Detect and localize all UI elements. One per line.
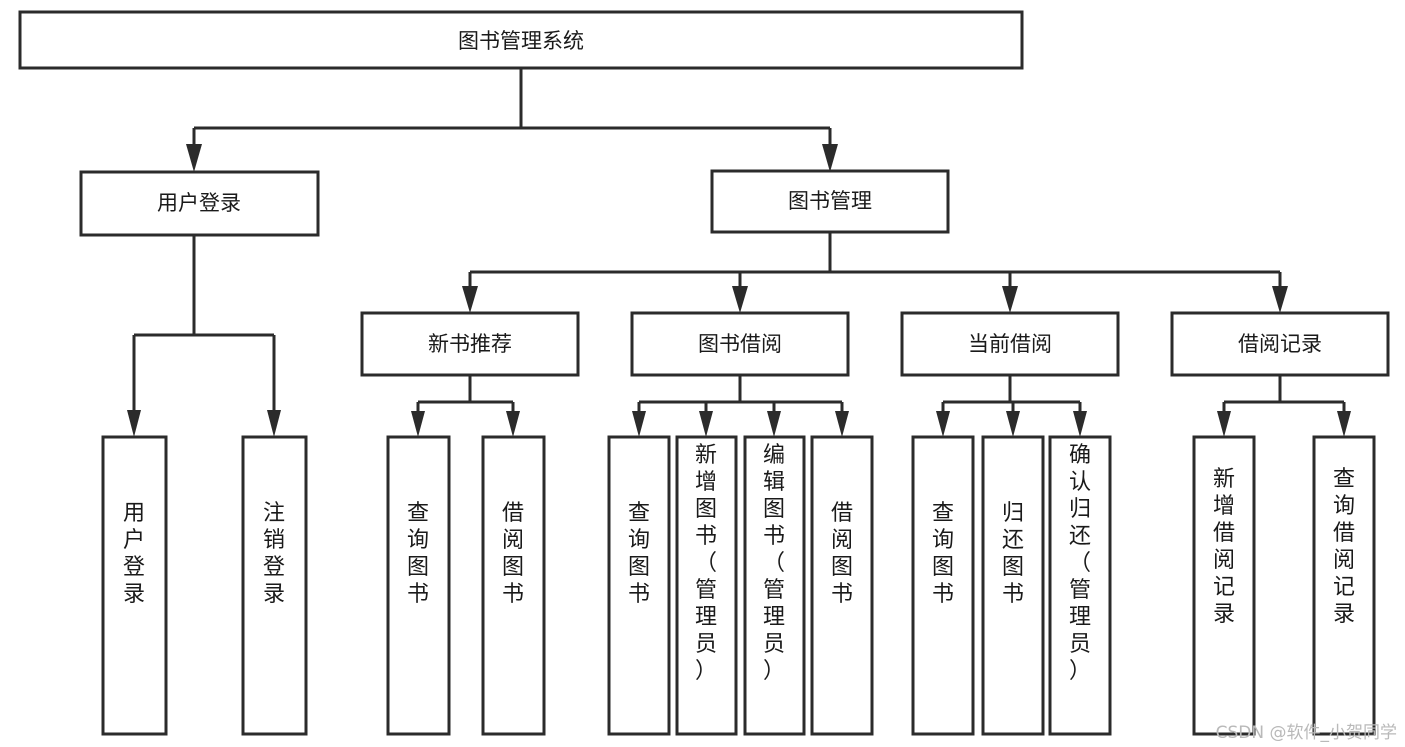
leaf-query-books-nb-label: 查询图书 bbox=[407, 501, 429, 607]
leaf-query-books-nb[interactable]: 查询图书 bbox=[386, 435, 451, 736]
leaf-return-books-label: 归还图书 bbox=[1002, 501, 1024, 607]
leaf-query-books-cu[interactable]: 查询图书 bbox=[911, 435, 975, 736]
arrowhead-re-leaf2 bbox=[1337, 411, 1351, 437]
node-book-management[interactable]: 图书管理 bbox=[710, 169, 950, 234]
leaf-user-login-label: 用户登录 bbox=[123, 501, 145, 607]
node-user-login-box[interactable] bbox=[79, 170, 320, 237]
edges-layer bbox=[127, 68, 1351, 437]
arrowhead-bo-leaf4 bbox=[835, 411, 849, 437]
arrowhead-cu-leaf1 bbox=[936, 411, 950, 437]
leaf-confirm-return-admin-label: 确认归还（管理员） bbox=[1069, 443, 1091, 684]
leaf-confirm-return-admin-box[interactable] bbox=[1048, 435, 1112, 736]
node-new-book-recommend-label: 新书推荐 bbox=[428, 332, 512, 356]
node-book-management-box[interactable] bbox=[710, 169, 950, 234]
arrowhead-new-books bbox=[462, 286, 478, 313]
node-new-book-recommend[interactable]: 新书推荐 bbox=[360, 311, 580, 377]
leaf-add-book-admin[interactable]: 新增图书（管理员） bbox=[675, 435, 738, 736]
leaf-logout[interactable]: 注销登录 bbox=[241, 435, 308, 736]
node-borrow-records[interactable]: 借阅记录 bbox=[1170, 311, 1390, 377]
arrowhead-re-leaf1 bbox=[1217, 411, 1231, 437]
arrowhead-user-login bbox=[186, 144, 202, 172]
leaf-add-book-admin-label: 新增图书（管理员） bbox=[695, 443, 717, 684]
node-book-borrow-box[interactable] bbox=[630, 311, 850, 377]
arrowhead-borrow bbox=[732, 286, 748, 313]
leaf-add-borrow-record[interactable]: 新增借阅记录 bbox=[1192, 435, 1256, 736]
leaf-query-books-bo-box[interactable] bbox=[607, 435, 671, 736]
arrowhead-current bbox=[1002, 286, 1018, 313]
arrowhead-bo-leaf3 bbox=[767, 411, 781, 437]
leaf-return-books[interactable]: 归还图书 bbox=[981, 435, 1045, 736]
arrowhead-nb-leaf1 bbox=[411, 411, 425, 437]
node-current-borrow-box[interactable] bbox=[900, 311, 1120, 377]
leaf-query-borrow-record[interactable]: 查询借阅记录 bbox=[1312, 435, 1376, 736]
node-borrow-records-label: 借阅记录 bbox=[1238, 332, 1322, 356]
arrowhead-cu-leaf3 bbox=[1073, 411, 1087, 437]
arrowhead-bo-leaf2 bbox=[699, 411, 713, 437]
leaf-borrow-books-nb[interactable]: 借阅图书 bbox=[481, 435, 546, 736]
node-current-borrow-label: 当前借阅 bbox=[968, 332, 1052, 356]
node-new-book-recommend-box[interactable] bbox=[360, 311, 580, 377]
node-root-label: 图书管理系统 bbox=[458, 29, 584, 53]
leaf-query-books-cu-box[interactable] bbox=[911, 435, 975, 736]
leaf-user-login[interactable]: 用户登录 bbox=[101, 435, 168, 736]
arrowhead-book-mgmt bbox=[822, 144, 838, 172]
leaf-logout-label: 注销登录 bbox=[263, 501, 285, 607]
arrowhead-records bbox=[1272, 286, 1288, 313]
leaf-logout-box[interactable] bbox=[241, 435, 308, 736]
arrowhead-bo-leaf1 bbox=[632, 411, 646, 437]
node-current-borrow[interactable]: 当前借阅 bbox=[900, 311, 1120, 377]
arrowhead-leaf-user-login bbox=[127, 410, 141, 437]
node-book-borrow[interactable]: 图书借阅 bbox=[630, 311, 850, 377]
leaf-add-borrow-record-box[interactable] bbox=[1192, 435, 1256, 736]
leaf-edit-book-admin-label: 编辑图书（管理员） bbox=[763, 443, 785, 684]
nodes-layer: 图书管理系统 用户登录 图书管理 新书推荐 图书借阅 当前借阅 借阅记录 bbox=[18, 10, 1390, 736]
node-borrow-records-box[interactable] bbox=[1170, 311, 1390, 377]
leaf-query-books-cu-label: 查询图书 bbox=[932, 501, 954, 607]
leaf-confirm-return-admin[interactable]: 确认归还（管理员） bbox=[1048, 435, 1112, 736]
leaf-query-books-bo[interactable]: 查询图书 bbox=[607, 435, 671, 736]
leaf-borrow-books-bo[interactable]: 借阅图书 bbox=[810, 435, 874, 736]
leaf-borrow-books-bo-label: 借阅图书 bbox=[831, 501, 853, 607]
leaf-edit-book-admin-box[interactable] bbox=[743, 435, 806, 736]
node-book-borrow-label: 图书借阅 bbox=[698, 332, 782, 356]
leaf-add-borrow-record-label: 新增借阅记录 bbox=[1213, 467, 1235, 627]
leaf-borrow-books-nb-label: 借阅图书 bbox=[502, 501, 524, 607]
node-root-box[interactable] bbox=[18, 10, 1024, 70]
arrowhead-nb-leaf2 bbox=[506, 411, 520, 437]
arrowhead-cu-leaf2 bbox=[1006, 411, 1020, 437]
leaf-return-books-box[interactable] bbox=[981, 435, 1045, 736]
leaf-borrow-books-bo-box[interactable] bbox=[810, 435, 874, 736]
leaf-query-books-bo-label: 查询图书 bbox=[628, 501, 650, 607]
node-user-login[interactable]: 用户登录 bbox=[79, 170, 320, 237]
node-user-login-label: 用户登录 bbox=[157, 191, 241, 215]
node-book-management-label: 图书管理 bbox=[788, 189, 872, 213]
leaf-query-books-nb-box[interactable] bbox=[386, 435, 451, 736]
leaf-query-borrow-record-label: 查询借阅记录 bbox=[1333, 467, 1355, 627]
arrowhead-leaf-logout bbox=[267, 410, 281, 437]
leaf-add-book-admin-box[interactable] bbox=[675, 435, 738, 736]
leaf-borrow-books-nb-box[interactable] bbox=[481, 435, 546, 736]
leaf-user-login-box[interactable] bbox=[101, 435, 168, 736]
leaf-query-borrow-record-box[interactable] bbox=[1312, 435, 1376, 736]
leaf-edit-book-admin[interactable]: 编辑图书（管理员） bbox=[743, 435, 806, 736]
node-root[interactable]: 图书管理系统 bbox=[18, 10, 1024, 70]
